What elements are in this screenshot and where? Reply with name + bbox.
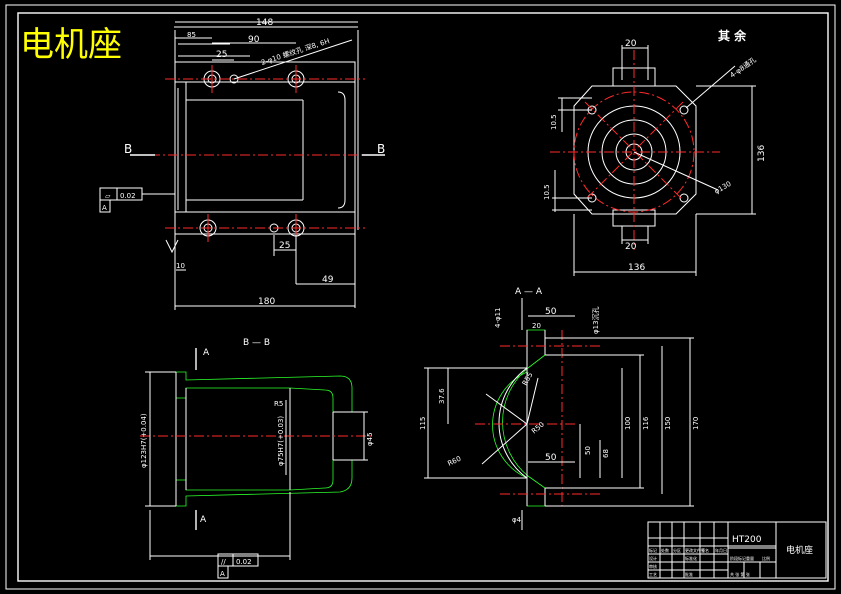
dim-25-bottom: 25	[279, 241, 290, 251]
tol-datum-top: A	[102, 204, 107, 212]
dim-50-top: 50	[545, 307, 557, 317]
dim-phi123: φ123H7(+0.04)	[140, 413, 148, 468]
tol-value-bb: 0.02	[236, 558, 252, 566]
dim-37-6: 37.6	[438, 388, 446, 404]
dim-20-bottom: 20	[625, 242, 637, 252]
dim-170: 170	[692, 417, 700, 430]
dim-115: 115	[419, 417, 427, 430]
tb-stage: 阶段标记	[730, 555, 746, 561]
outer-frame	[5, 4, 836, 590]
dim-150: 150	[664, 417, 672, 430]
dim-10-5-top: 10.5	[550, 114, 558, 130]
tb-weight: 重量	[746, 555, 754, 561]
tb-standard: 标准化	[685, 555, 697, 561]
dim-20-top: 20	[625, 39, 637, 49]
tb-design: 设计	[649, 555, 657, 561]
dim-4-phi11: 4-φ11	[494, 307, 502, 328]
section-bb-labels: B — B A A φ123H7(+0.04) φ75H7(+0.03) φ45…	[140, 338, 374, 578]
dim-phi45: φ45	[366, 432, 374, 446]
dim-r60: R60	[446, 455, 462, 468]
top-view	[99, 21, 385, 310]
section-mark-a-top: A	[203, 348, 210, 358]
tb-row-zone: 分区	[673, 547, 681, 553]
tol-symbol-parallel: //	[221, 558, 226, 566]
drawing-title: 电机座	[20, 25, 122, 65]
part-name: 电机座	[786, 544, 813, 556]
dim-49: 49	[322, 275, 334, 285]
dim-50-middle: 50	[545, 453, 557, 463]
dim-phi75: φ75H7(+0.03)	[277, 416, 285, 466]
section-mark-a-bottom: A	[200, 515, 207, 525]
material: HT200	[732, 535, 762, 545]
other-note: 其 余	[718, 28, 747, 43]
dim-25-top: 25	[216, 50, 227, 60]
tb-process: 工艺	[649, 572, 657, 577]
top-view-labels: 148 85 90 25 25 10 49 180 2-φ10 螺纹孔 深8, …	[102, 18, 385, 307]
dim-148: 148	[256, 18, 273, 28]
dim-r50: R50	[530, 421, 546, 436]
dim-116: 116	[642, 416, 650, 430]
tb-sheets: 共 张 第 张	[730, 571, 750, 577]
dim-r5: R5	[274, 400, 283, 408]
inner-frame	[17, 12, 829, 582]
section-mark-b-left: B	[124, 142, 132, 156]
tb-row-change: 更改文件号	[685, 547, 705, 553]
dim-10-5-bottom: 10.5	[543, 184, 551, 200]
side-view	[550, 45, 756, 276]
tb-row-sign: 签名	[701, 547, 709, 553]
dim-136-horizontal: 136	[628, 263, 645, 273]
tb-row-count: 处数	[661, 547, 669, 553]
side-view-labels: 其 余 20 20 10.5 10.5 136 136 φ130 4-φ8通孔	[543, 28, 767, 273]
dim-10: 10	[176, 262, 185, 270]
tol-value-top: 0.02	[120, 192, 136, 200]
dim-phi13: φ13沉孔	[592, 306, 600, 334]
dim-90: 90	[248, 35, 260, 45]
dim-phi130: φ130	[713, 180, 733, 196]
dim-20: 20	[532, 322, 541, 330]
dim-85: 85	[187, 31, 196, 39]
tol-symbol-flat: ▱	[105, 192, 111, 200]
tb-row-date: 年月日	[715, 547, 727, 553]
dim-r55: R55	[521, 371, 535, 387]
tol-datum-bb: A	[220, 570, 225, 578]
dim-180: 180	[258, 297, 275, 307]
dim-136-vertical: 136	[757, 145, 767, 162]
dim-68: 68	[602, 449, 610, 458]
section-mark-b-right: B	[377, 142, 385, 156]
section-bb-view	[140, 348, 372, 579]
tb-row-mark: 标记	[649, 547, 657, 553]
dim-100: 100	[624, 417, 632, 430]
tb-approve: 批准	[685, 571, 693, 577]
tb-scale: 比例	[762, 555, 770, 561]
section-aa-view	[424, 298, 694, 530]
section-bb-label: B — B	[243, 338, 270, 348]
section-aa-label: A — A	[515, 287, 543, 297]
tb-review: 审核	[649, 563, 657, 569]
section-aa-labels: A — A 50 50 20 4-φ11 φ13沉孔 37.6 115 R50 …	[419, 287, 700, 524]
hole-note-side: 4-φ8通孔	[728, 55, 758, 80]
title-block-labels: HT200 电机座 标记 处数 分区 更改文件号 签名 年月日 设计 标准化 审…	[649, 535, 813, 577]
dim-50-vertical: 50	[584, 446, 592, 455]
title-block	[647, 521, 827, 579]
dim-phi4: φ4	[512, 516, 522, 524]
